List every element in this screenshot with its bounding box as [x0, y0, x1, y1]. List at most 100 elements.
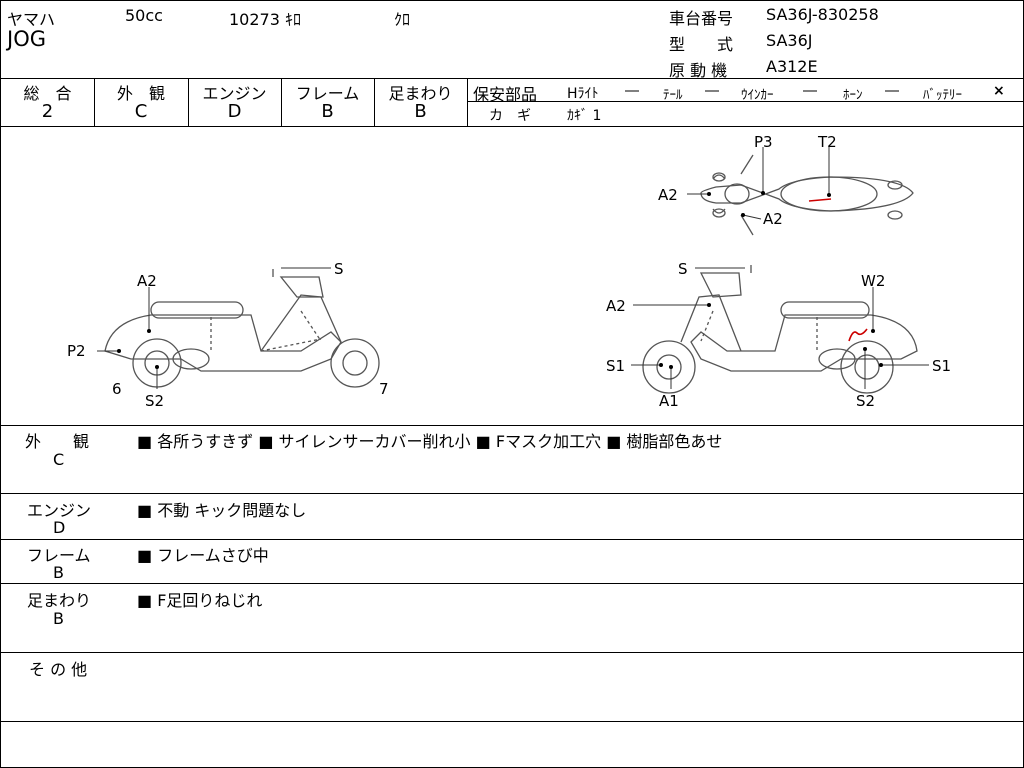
grade-engine-label: エンジン — [202, 84, 267, 103]
bullet-icon — [258, 432, 273, 451]
safety-horn-name: ﾎｰﾝ — [843, 88, 863, 103]
remark-other-label: そ の 他 — [29, 660, 88, 679]
divider — [467, 101, 1023, 102]
remark-frame-items: フレームさび中 — [137, 542, 269, 566]
remark-item: 不動 キック問題なし — [157, 501, 307, 520]
chassis-label: 車台番号 — [669, 9, 734, 28]
grade-engine-value: D — [227, 101, 242, 122]
divider — [1, 425, 1023, 426]
divider — [1, 539, 1023, 540]
remark-engine-grade: D — [53, 518, 66, 537]
safety-winker-name: ｳｲﾝｶｰ — [741, 88, 774, 103]
engine-label: 原 動 機 — [669, 61, 728, 80]
label-p3: P3 — [754, 133, 773, 151]
grade-suspension-value: B — [414, 101, 427, 122]
divider — [1, 126, 1023, 127]
maker: ヤマハ — [7, 10, 56, 29]
divider — [1, 652, 1023, 653]
model-name: JOG — [7, 27, 46, 51]
safety-tail-value: ― — [705, 83, 719, 99]
engine-value: A312E — [766, 57, 818, 76]
grade-overall-value: 2 — [41, 101, 54, 122]
remark-item: 樹脂部色あせ — [626, 432, 723, 451]
grade-exterior-value: C — [134, 101, 148, 122]
safety-horn-value: ― — [885, 83, 899, 99]
divider — [1, 493, 1023, 494]
divider — [1, 721, 1023, 722]
hand-mark — [848, 328, 868, 342]
bullet-icon — [137, 501, 152, 520]
remark-item: サイレンサーカバー削れ小 — [278, 432, 471, 451]
label-s2-left: S2 — [145, 392, 164, 410]
scooter-right-view — [642, 265, 918, 394]
diagram-labels: P3 T2 A2 A2 A2 S P2 6 S2 7 S A2 W2 S1 S1… — [67, 133, 951, 410]
type-value: SA36J — [766, 31, 813, 50]
type-label: 型 式 — [669, 35, 734, 54]
chassis-value: SA36J-830258 — [766, 5, 879, 24]
remark-exterior-label: 外 観 — [25, 432, 90, 451]
grade-frame-label: フレーム — [295, 84, 360, 103]
bullet-icon — [137, 591, 152, 610]
displacement: 50cc — [125, 6, 163, 25]
grade-overall-label: 総 合 — [23, 84, 72, 103]
label-6: 6 — [112, 380, 122, 398]
leader-lines — [97, 147, 929, 389]
remark-item: 各所うすきず — [157, 432, 254, 451]
divider — [188, 78, 189, 126]
label-a2-right: A2 — [606, 297, 626, 315]
remark-frame-grade: B — [53, 563, 64, 582]
remark-suspension-grade: B — [53, 609, 64, 628]
label-a2-left: A2 — [137, 272, 157, 290]
divider — [467, 78, 468, 126]
remark-item: F足回りねじれ — [157, 591, 263, 610]
bullet-icon — [137, 546, 152, 565]
divider — [1, 78, 1023, 79]
scooter-top-view — [700, 154, 914, 236]
key-value: ｶｷﾞ 1 — [567, 108, 602, 124]
damage-diagram: P3 T2 A2 A2 A2 S P2 6 S2 7 S A2 W2 S1 S1… — [67, 133, 951, 410]
label-7: 7 — [379, 380, 389, 398]
bullet-icon — [476, 432, 491, 451]
mileage: 10273 ｷﾛ — [229, 10, 301, 29]
label-w2: W2 — [861, 272, 885, 290]
remark-frame-label: フレーム — [27, 546, 91, 565]
remark-engine-label: エンジン — [27, 501, 92, 520]
divider — [374, 78, 375, 126]
safety-headlight-name: Hﾗｲﾄ — [567, 86, 599, 102]
label-t2: T2 — [817, 133, 837, 151]
safety-winker-value: ― — [803, 83, 817, 99]
safety-headlight-value: ― — [625, 83, 639, 99]
label-a1: A1 — [659, 392, 679, 410]
label-p2: P2 — [67, 342, 86, 360]
label-s-right: S — [678, 260, 688, 278]
divider — [94, 78, 95, 126]
color: ｸﾛ — [394, 10, 411, 29]
label-s2-right: S2 — [856, 392, 875, 410]
remark-exterior-items: 各所うすきず サイレンサーカバー削れ小 Fマスク加工穴 樹脂部色あせ — [137, 428, 722, 452]
damage-points — [117, 191, 883, 369]
safety-title: 保安部品 — [473, 85, 538, 104]
divider — [281, 78, 282, 126]
remark-exterior-grade: C — [53, 450, 65, 469]
remark-engine-items: 不動 キック問題なし — [137, 497, 306, 521]
safety-battery-value: × — [993, 83, 1005, 99]
label-s1-left: S1 — [606, 357, 625, 375]
bullet-icon — [137, 432, 152, 451]
grade-frame-value: B — [321, 101, 334, 122]
key-label: カ ギ — [489, 108, 531, 124]
label-a2-top-left: A2 — [658, 186, 678, 204]
label-s1-right: S1 — [932, 357, 951, 375]
label-a2-top-bottom: A2 — [763, 210, 783, 228]
hand-mark — [808, 198, 832, 202]
label-s-left: S — [334, 260, 344, 278]
remark-suspension-items: F足回りねじれ — [137, 587, 262, 611]
remark-item: Fマスク加工穴 — [495, 432, 602, 451]
safety-tail-name: ﾃｰﾙ — [663, 88, 683, 103]
grade-suspension-label: 足まわり — [388, 84, 453, 103]
remark-suspension-label: 足まわり — [27, 591, 92, 610]
bullet-icon — [606, 432, 621, 451]
remark-item: フレームさび中 — [157, 546, 269, 565]
divider — [1, 583, 1023, 584]
grade-exterior-label: 外 観 — [116, 84, 165, 103]
